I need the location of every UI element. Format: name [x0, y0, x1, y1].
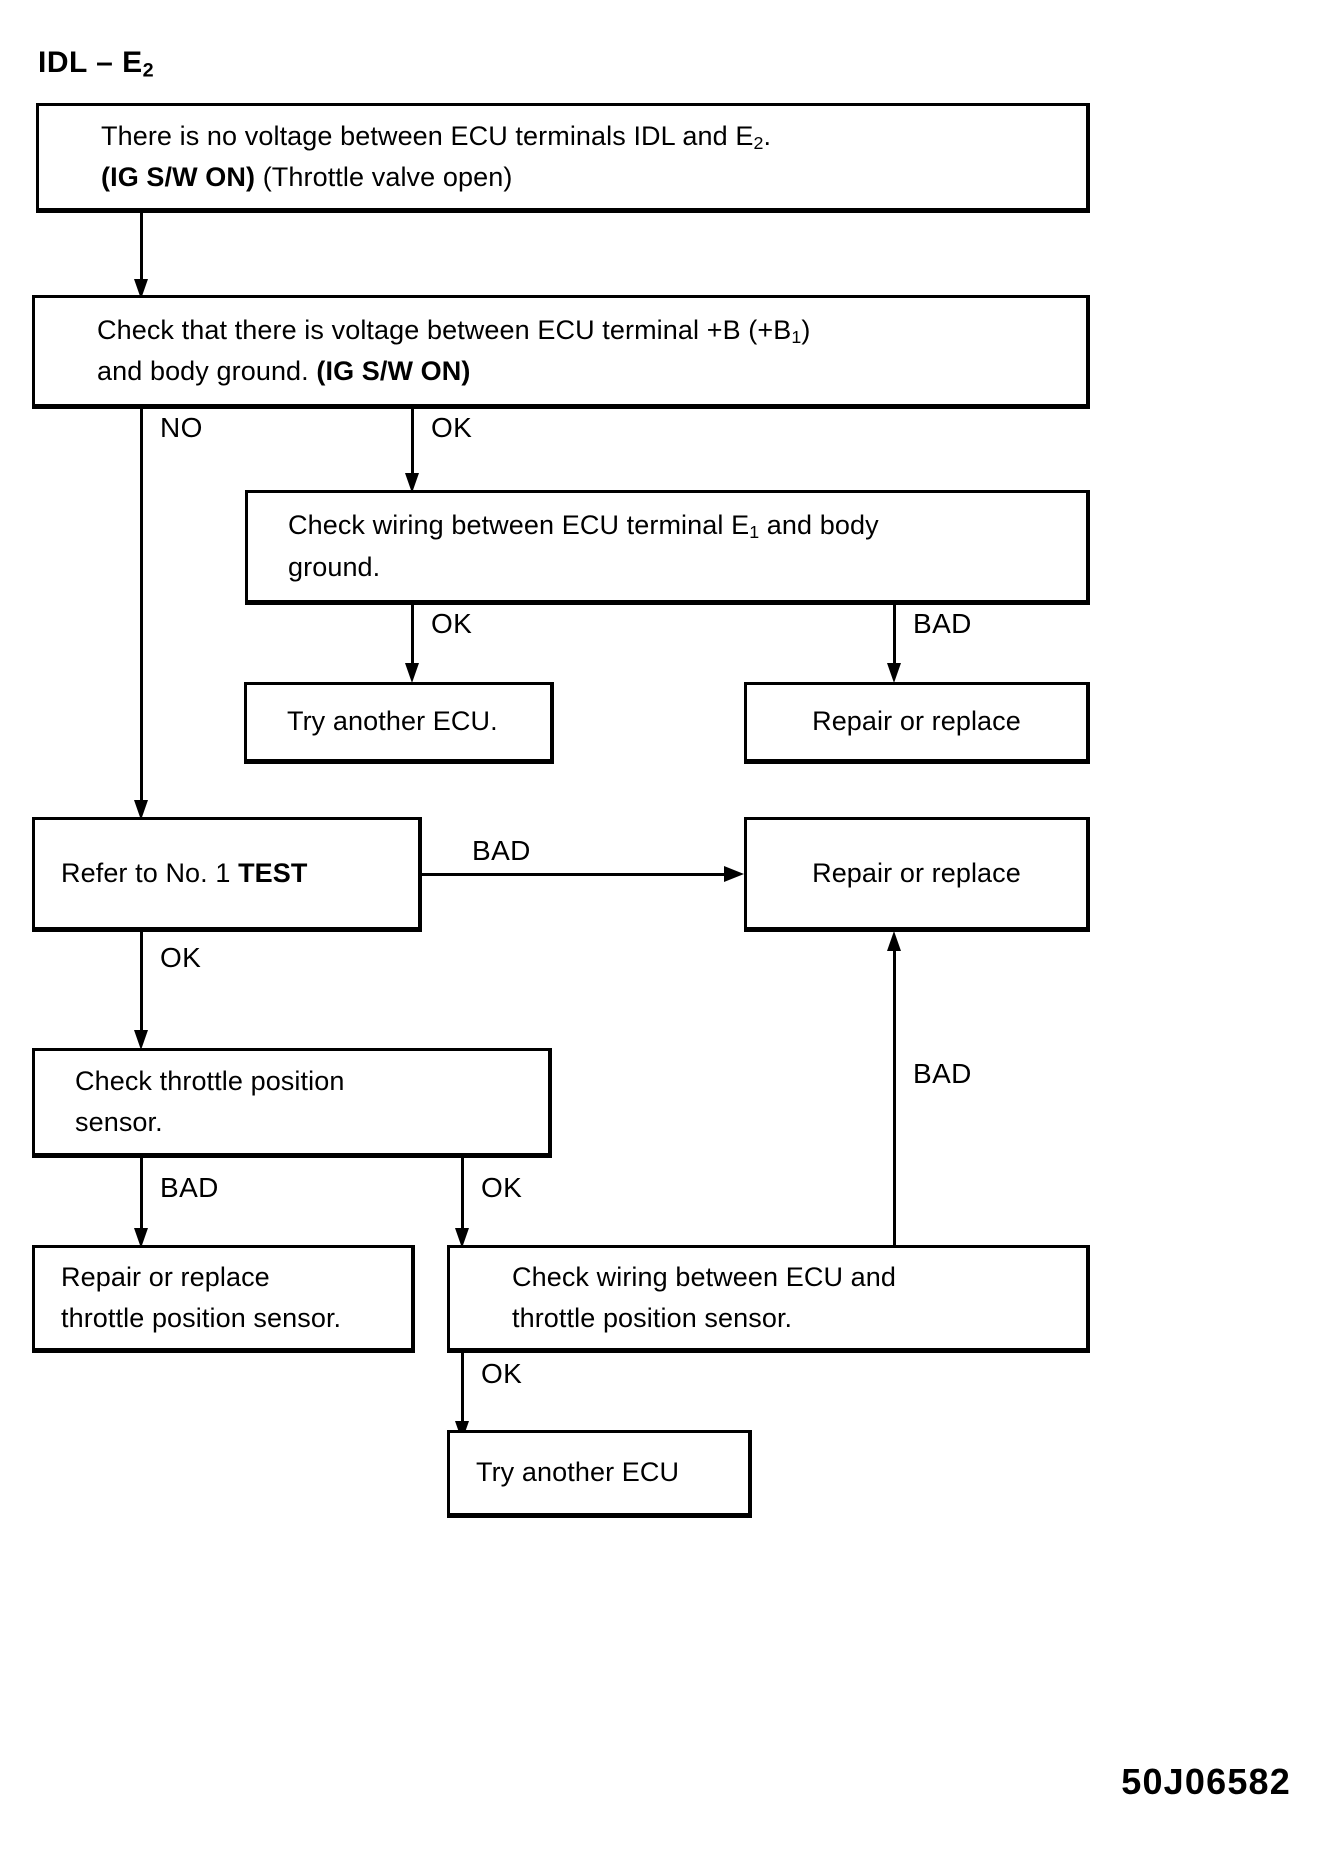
edge-line-bad	[893, 605, 896, 673]
edge-line-bad	[140, 1158, 143, 1238]
edge-label-ok: OK	[160, 942, 202, 973]
edge-label-bad: BAD	[913, 608, 972, 639]
node-text-tail: and body	[759, 510, 879, 541]
node-line: Repair or replace	[61, 1261, 270, 1292]
node-text-bold: TEST	[238, 857, 308, 888]
edge-line-ok	[461, 1158, 464, 1238]
node-text-bold: (IG S/W ON)	[101, 162, 256, 192]
edge-label-bad: BAD	[160, 1172, 219, 1203]
edge-line-bad	[422, 873, 727, 876]
arrow-up-icon	[887, 931, 901, 951]
node-line: Try another ECU	[476, 1457, 680, 1488]
node-line: Refer to No. 1 TEST	[61, 853, 418, 894]
node-check-throttle-position-sensor: Check throttle position sensor.	[32, 1048, 552, 1158]
edge-line-ok	[411, 605, 414, 673]
node-line: Try another ECU.	[287, 706, 498, 737]
node-check-wiring-e1-ground: Check wiring between ECU terminal E1 and…	[245, 490, 1090, 605]
node-line: throttle position sensor.	[512, 1303, 793, 1333]
edge-label-ok: OK	[431, 608, 473, 639]
node-subscript: 1	[791, 326, 802, 347]
edge-line-ok	[140, 932, 143, 1040]
edge-label-bad: BAD	[472, 835, 531, 866]
node-line: sensor.	[75, 1107, 163, 1137]
node-text: Refer to No. 1	[61, 857, 239, 888]
node-refer-to-test-1: Refer to No. 1 TEST	[32, 817, 422, 932]
node-subscript: 2	[753, 132, 764, 153]
node-line: Check that there is voltage between ECU …	[97, 310, 1086, 351]
node-repair-or-replace-1: Repair or replace	[744, 682, 1090, 764]
node-line: There is no voltage between ECU terminal…	[101, 116, 1086, 157]
arrow-down-icon	[405, 473, 419, 493]
node-line: Repair or replace	[812, 706, 1021, 737]
node-line: ground.	[288, 551, 381, 582]
edge-label-ok: OK	[431, 412, 473, 443]
node-text: Check that there is voltage between ECU …	[97, 314, 792, 345]
node-no-voltage-idl-e2: There is no voltage between ECU terminal…	[36, 103, 1090, 213]
node-text-bold: (IG S/W ON)	[316, 356, 471, 386]
node-check-wiring-ecu-sensor: Check wiring between ECU and throttle po…	[447, 1245, 1090, 1353]
edge-label-no: NO	[160, 412, 203, 443]
edge-line	[140, 213, 143, 288]
edge-line-ok	[411, 409, 414, 483]
figure-code: 50J06582	[1121, 1761, 1291, 1802]
arrow-down-icon	[405, 663, 419, 683]
node-line: (IG S/W ON) (Throttle valve open)	[101, 157, 1086, 198]
arrow-down-icon	[134, 1228, 148, 1248]
node-line: Check wiring between ECU terminal E1 and…	[288, 505, 1086, 546]
arrow-down-icon	[134, 800, 148, 820]
page-title: IDL – E2	[38, 46, 154, 80]
edge-line-bad	[893, 950, 896, 1250]
node-line: Check wiring between ECU and	[512, 1261, 896, 1292]
node-subscript: 1	[749, 522, 760, 543]
node-line: throttle position sensor.	[61, 1303, 342, 1333]
node-try-another-ecu-1: Try another ECU.	[244, 682, 554, 764]
edge-label-ok: OK	[481, 1172, 523, 1203]
node-try-another-ecu-2: Try another ECU	[447, 1430, 752, 1518]
arrow-down-icon	[134, 279, 148, 299]
page-title-subscript: 2	[142, 59, 155, 82]
edge-label-ok: OK	[481, 1358, 523, 1389]
node-text: Check wiring between ECU terminal E	[288, 510, 750, 541]
edge-label-bad: BAD	[913, 1058, 972, 1089]
edge-line-ok	[461, 1353, 464, 1431]
arrow-down-icon	[887, 663, 901, 683]
node-text: and body ground.	[97, 356, 317, 386]
arrow-down-icon	[134, 1030, 148, 1050]
node-repair-replace-throttle-sensor: Repair or replace throttle position sens…	[32, 1245, 415, 1353]
node-check-voltage-plusb: Check that there is voltage between ECU …	[32, 295, 1090, 409]
node-text: (Throttle valve open)	[255, 162, 513, 192]
arrow-down-icon	[455, 1228, 469, 1248]
node-line: Check throttle position	[75, 1065, 345, 1096]
node-text-tail: .	[763, 120, 772, 151]
node-repair-or-replace-2: Repair or replace	[744, 817, 1090, 932]
page-title-text: IDL – E	[38, 46, 143, 79]
node-text: There is no voltage between ECU terminal…	[101, 120, 754, 151]
node-line: Repair or replace	[812, 857, 1021, 888]
edge-line-no	[140, 409, 143, 801]
node-text-tail: )	[801, 314, 811, 345]
arrow-right-icon	[724, 866, 744, 882]
node-line: and body ground. (IG S/W ON)	[97, 351, 1086, 392]
